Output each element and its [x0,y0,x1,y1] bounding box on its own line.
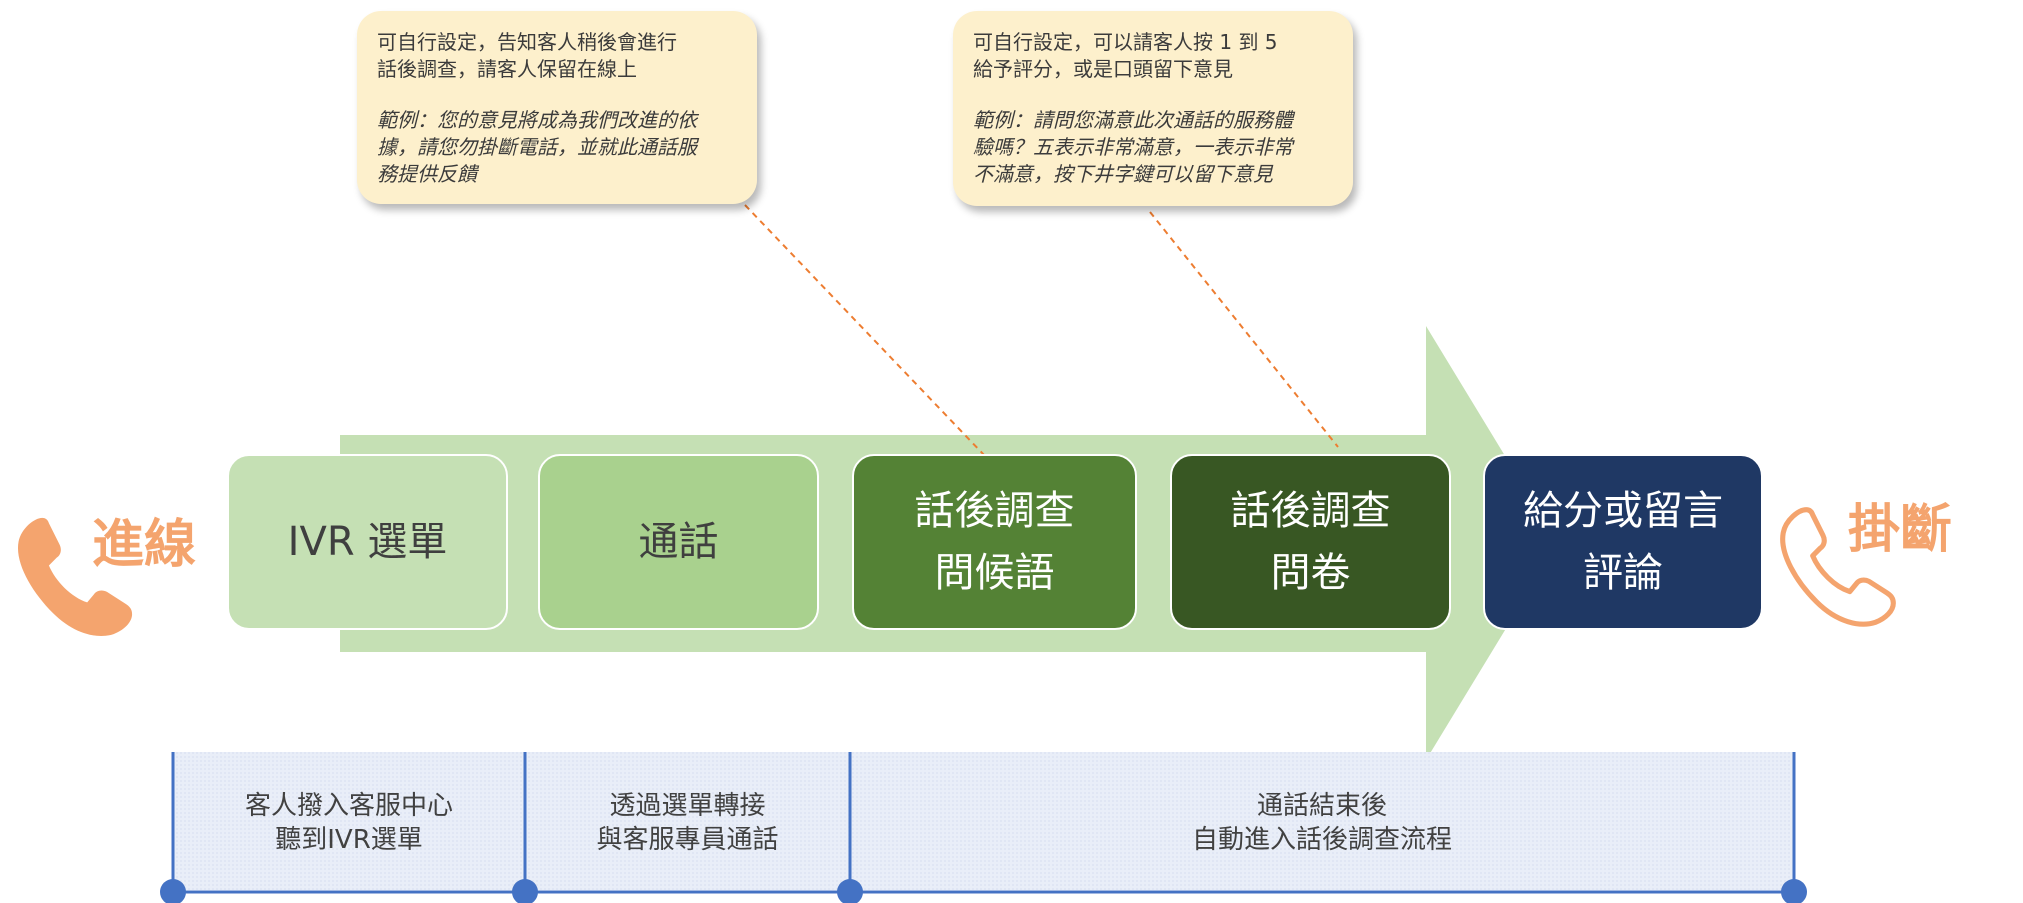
phase-label: 通話結束後 [1256,791,1387,821]
step-label: 話後調查 [1230,488,1391,534]
step-label: 問候語 [934,550,1055,596]
phone-outline-icon [1780,507,1896,627]
end-label: 掛斷 [1848,500,1953,560]
callout-example-text: 務提供反饋 [377,162,477,186]
callout-text: 可自行設定，告知客人稍後會進行 [377,30,677,54]
timeline-node [837,879,863,903]
callout-example-text: 不滿意，按下井字鍵可以留下意見 [973,162,1273,186]
callout-greeting: 可自行設定，告知客人稍後會進行 話後調查，請客人保留在線上 範例：您的意見將成為… [357,11,757,204]
phase-label: 與客服專員通話 [596,825,779,855]
callout-example-text: 驗嗎？五表示非常滿意，一表示非常 [973,135,1293,159]
phase-label: 透過選單轉接 [609,791,766,821]
phase-survey: 通話結束後 自動進入話後調查流程 [850,783,1794,863]
start-label: 進線 [92,515,197,575]
step-survey-greeting: 話後調查 問候語 [852,454,1137,630]
phase-band-call [525,752,850,890]
callout-example-text: 範例：您的意見將成為我們改進的依 [377,108,697,132]
step-label: IVR 選單 [287,519,448,565]
phase-ivr: 客人撥入客服中心 聽到IVR選單 [173,783,525,863]
phase-label: 客人撥入客服中心 [244,791,453,821]
step-ivr-menu: IVR 選單 [227,454,508,630]
step-label: 給分或留言 [1523,488,1723,534]
timeline-node [512,879,538,903]
callout-example-text: 據，請您勿掛斷電話，並就此通話服 [377,135,697,159]
step-survey-questionnaire: 話後調查 問卷 [1170,454,1451,630]
step-label: 話後調查 [914,488,1075,534]
callout-text: 話後調查，請客人保留在線上 [377,57,637,81]
phase-band-ivr [173,752,525,890]
phase-label: 聽到IVR選單 [275,825,423,855]
callout-text: 可自行設定，可以請客人按 1 到 5 [973,30,1278,54]
phase-label: 自動進入話後調查流程 [1191,825,1452,855]
timeline-node [1781,879,1807,903]
callout-survey: 可自行設定，可以請客人按 1 到 5 給予評分，或是口頭留下意見 範例：請問您滿… [953,11,1353,206]
timeline-node [160,879,186,903]
leader-line-greeting [744,204,986,457]
phone-icon [17,517,133,636]
phase-band-survey [850,752,1794,890]
step-label: 通話 [638,519,719,565]
callout-example-text: 範例：請問您滿意此次通話的服務體 [973,108,1293,132]
step-call: 通話 [538,454,819,630]
callout-text: 給予評分，或是口頭留下意見 [973,57,1233,81]
step-label: 問卷 [1270,550,1351,596]
phase-call: 透過選單轉接 與客服專員通話 [525,783,850,863]
step-rating-comment: 給分或留言 評論 [1483,454,1763,630]
step-label: 評論 [1583,550,1663,596]
leader-line-survey [1149,211,1339,448]
